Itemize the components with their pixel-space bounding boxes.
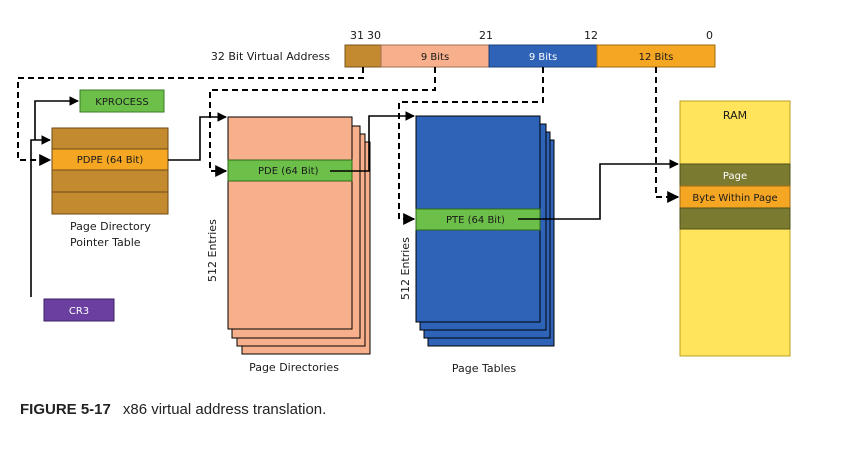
pde-label: PDE (64 Bit) (258, 166, 319, 177)
page-tables-title: Page Tables (452, 362, 517, 375)
page-directory-front (227, 116, 353, 330)
offset-arrow (655, 67, 680, 203)
page-directory-entries-label: 512 Entries (206, 219, 219, 282)
cr3-label: CR3 (69, 306, 89, 317)
bit-number-21: 21 (479, 29, 493, 42)
field-table-label: 9 Bits (529, 52, 557, 63)
virtual-address-label: 32 Bit Virtual Address (211, 50, 330, 63)
pte-label: PTE (64 Bit) (446, 215, 505, 226)
bit-number-30: 30 (367, 29, 381, 42)
ram-byte-label: Byte Within Page (692, 193, 777, 204)
ram-page-label: Page (723, 171, 747, 182)
pdpe-to-directory-arrow (168, 112, 227, 161)
figure-number: FIGURE 5-17 (20, 401, 111, 418)
cr3-box (43, 298, 115, 322)
figure-caption: FIGURE 5-17 x86 virtual address translati… (20, 401, 326, 418)
page-directories-title: Page Directories (249, 361, 339, 374)
field-offset-label: 12 Bits (639, 52, 674, 63)
pdpt-table (51, 127, 169, 215)
pdpe-label: PDPE (64 Bit) (77, 155, 144, 166)
table-index-arrow (398, 67, 544, 225)
field-directory-label: 9 Bits (421, 52, 449, 63)
directory-index-arrow (209, 67, 436, 177)
bit-number-12: 12 (584, 29, 598, 42)
pde-to-table-arrow (330, 111, 415, 172)
bit-number-0: 0 (706, 29, 713, 42)
ram-page-bottom (679, 207, 791, 230)
kprocess-label: KPROCESS (95, 97, 148, 108)
cr3-to-pdpt-arrow (30, 135, 51, 297)
bit-number-31: 31 (350, 29, 364, 42)
ram-title: RAM (723, 109, 747, 122)
kprocess-box (79, 89, 165, 113)
pdpt-title-line1: Page Directory (70, 220, 151, 233)
field-dir-pointer (344, 44, 382, 68)
dir-pointer-index-arrow (17, 67, 364, 166)
kprocess-arrow (34, 96, 79, 140)
pte-to-page-arrow (518, 159, 679, 220)
page-table-entries-label: 512 Entries (399, 237, 412, 300)
figure-caption-text: x86 virtual address translation. (122, 401, 327, 418)
pdpt-title-line2: Pointer Table (70, 236, 141, 249)
